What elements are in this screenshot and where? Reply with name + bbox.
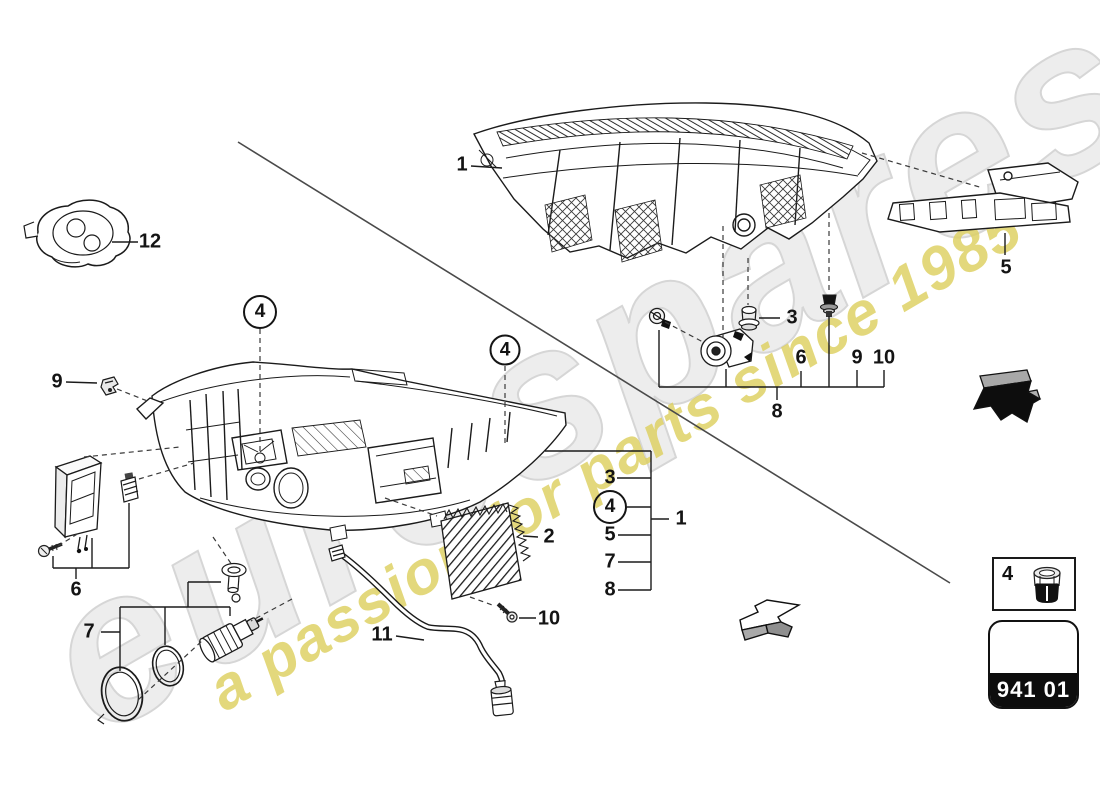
callout-1-assembly[interactable]: 1 bbox=[675, 507, 687, 530]
callout-8-top[interactable]: 8 bbox=[771, 400, 783, 423]
callout-7-stack[interactable]: 7 bbox=[604, 550, 616, 573]
callout-5-bracket[interactable]: 5 bbox=[1000, 256, 1012, 279]
clip-part-9 bbox=[100, 376, 119, 396]
connector-part bbox=[120, 472, 139, 503]
direction-arrow-outline bbox=[739, 599, 802, 641]
direction-arrow-filled bbox=[972, 369, 1042, 423]
callout-6-top[interactable]: 6 bbox=[795, 346, 807, 369]
callout-4-circled-left[interactable]: 4 bbox=[243, 295, 277, 329]
part-group-band: 941 01 bbox=[990, 673, 1077, 707]
led-module-part-2 bbox=[440, 502, 532, 600]
cover-cap-part-12 bbox=[23, 199, 131, 268]
headlight-assembly-bottom bbox=[135, 361, 567, 542]
callout-6-control-unit[interactable]: 6 bbox=[70, 578, 82, 601]
callout-3-stack[interactable]: 3 bbox=[604, 466, 616, 489]
bolt-part bbox=[819, 294, 839, 317]
bushing-part-3 bbox=[738, 305, 760, 331]
callout-11-cable[interactable]: 11 bbox=[371, 623, 393, 646]
nut-icon bbox=[1033, 566, 1061, 603]
callout-4-stack-circled[interactable]: 4 bbox=[593, 490, 627, 524]
callout-2-led-module[interactable]: 2 bbox=[543, 525, 555, 548]
callout-4-circled-mid[interactable]: 4 bbox=[489, 334, 521, 366]
callout-12-cover-cap[interactable]: 12 bbox=[138, 230, 162, 253]
diagonal-divider-line bbox=[237, 141, 951, 584]
legend-item-box: 4 bbox=[992, 557, 1076, 611]
legend-item-number: 4 bbox=[1002, 563, 1014, 585]
headlight-assembly-top bbox=[473, 102, 878, 263]
part-group-code: 941 01 bbox=[996, 677, 1071, 702]
callout-9-clip[interactable]: 9 bbox=[51, 370, 63, 393]
screw-part-top bbox=[648, 307, 671, 329]
control-unit-part-6 bbox=[54, 455, 103, 554]
callout-5-stack[interactable]: 5 bbox=[604, 523, 616, 546]
bulb-motor-part bbox=[199, 617, 264, 663]
bulb-cap-part bbox=[221, 562, 247, 603]
trim-ring-part bbox=[97, 666, 144, 725]
adjuster-motor bbox=[700, 328, 754, 368]
callout-1-headlight-top[interactable]: 1 bbox=[456, 153, 468, 176]
cable-part-11 bbox=[328, 544, 514, 717]
seal-ring-part bbox=[151, 645, 185, 687]
part-group-badge: 941 01 bbox=[988, 620, 1079, 709]
callout-9-top[interactable]: 9 bbox=[851, 346, 863, 369]
dashed-alignment-lines bbox=[57, 152, 984, 701]
callout-8-stack[interactable]: 8 bbox=[604, 578, 616, 601]
bracket-part-5 bbox=[887, 162, 1079, 233]
screw-part-10 bbox=[496, 602, 518, 623]
callout-3-bushing[interactable]: 3 bbox=[786, 306, 798, 329]
callout-10-top[interactable]: 10 bbox=[872, 346, 896, 369]
callout-10-screw[interactable]: 10 bbox=[537, 607, 561, 630]
callout-7-bulb-group[interactable]: 7 bbox=[83, 620, 95, 643]
leader-lines bbox=[52, 165, 1006, 671]
